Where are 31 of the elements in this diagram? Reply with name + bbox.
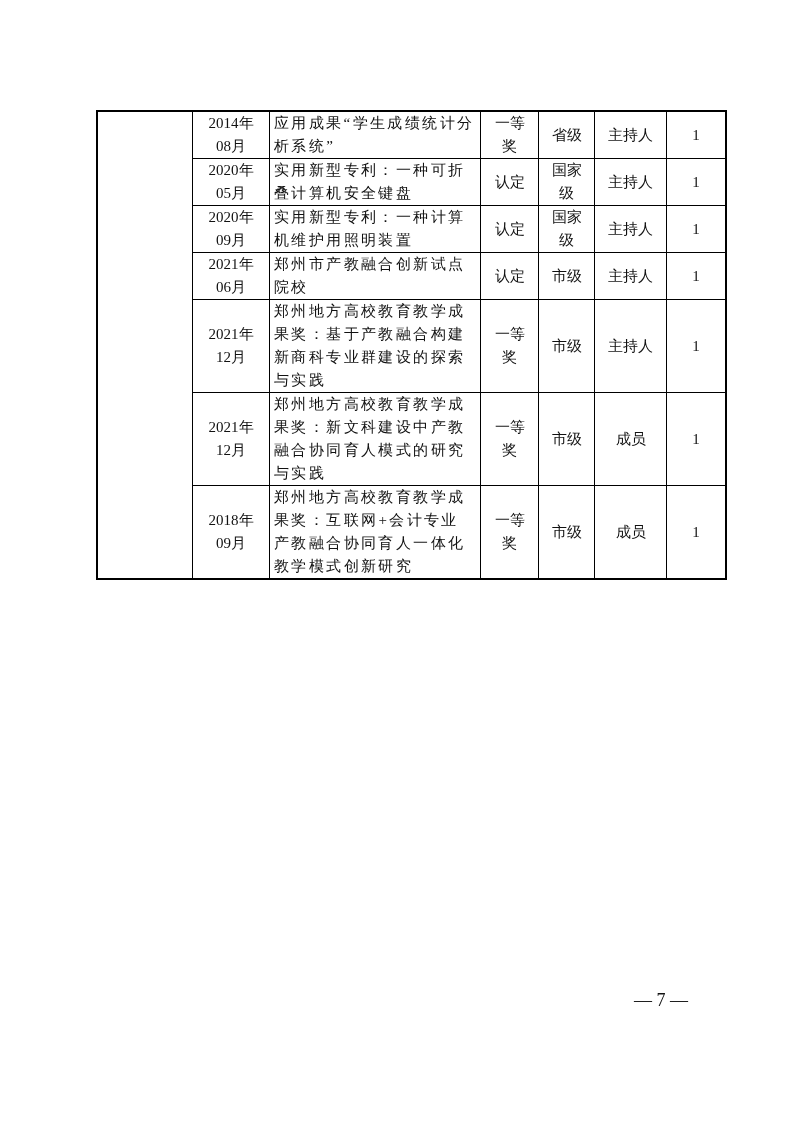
table-cell: 2020年05月 xyxy=(192,158,270,206)
table-cell: 2021年12月 xyxy=(192,392,270,486)
table-cell: 实用新型专利：一种可折叠计算机安全键盘 xyxy=(269,158,481,206)
table-cell: 一等奖 xyxy=(480,392,539,486)
table-cell: 郑州市产教融合创新试点院校 xyxy=(269,252,481,300)
table-cell: 主持人 xyxy=(594,111,667,159)
table-cell: 国家级 xyxy=(538,158,595,206)
table-cell: 成员 xyxy=(594,392,667,486)
table-cell: 2021年12月 xyxy=(192,299,270,393)
table-cell: 省级 xyxy=(538,111,595,159)
table-cell: 主持人 xyxy=(594,252,667,300)
table-cell: 2020年09月 xyxy=(192,205,270,253)
table-cell: 郑州地方高校教育教学成果奖：新文科建设中产教融合协同育人模式的研究与实践 xyxy=(269,392,481,486)
table-cell: 主持人 xyxy=(594,299,667,393)
table-cell: 市级 xyxy=(538,299,595,393)
table-cell: 2021年06月 xyxy=(192,252,270,300)
table-cell: 应用成果“学生成绩统计分析系统” xyxy=(269,111,481,159)
table-cell: 认定 xyxy=(480,158,539,206)
table-cell: 一等奖 xyxy=(480,111,539,159)
table-cell: 认定 xyxy=(480,205,539,253)
table-cell: 市级 xyxy=(538,392,595,486)
table-cell: 一等奖 xyxy=(480,299,539,393)
table-cell: 主持人 xyxy=(594,205,667,253)
table-cell: 市级 xyxy=(538,252,595,300)
table-cell: 郑州地方高校教育教学成果奖：基于产教融合构建新商科专业群建设的探索与实践 xyxy=(269,299,481,393)
table-cell: 2014年08月 xyxy=(192,111,270,159)
page-number: — 7 — xyxy=(634,990,688,1011)
table-cell: 实用新型专利：一种计算机维护用照明装置 xyxy=(269,205,481,253)
table-cell: 认定 xyxy=(480,252,539,300)
table-cell: 国家级 xyxy=(538,205,595,253)
table-cell: 主持人 xyxy=(594,158,667,206)
